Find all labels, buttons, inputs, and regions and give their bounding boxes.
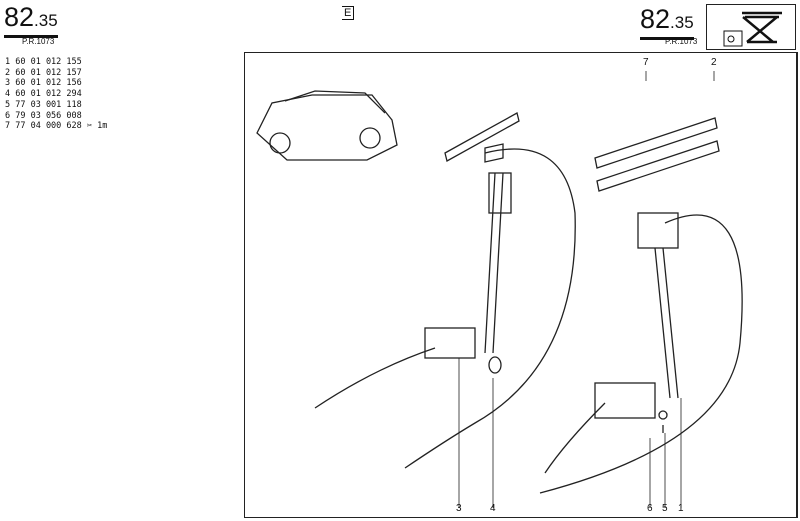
- callout-leaders: [458, 71, 715, 508]
- callout-5: 5: [662, 503, 668, 514]
- callout-4: 4: [490, 503, 496, 514]
- page-number-left: 82.35: [4, 4, 58, 38]
- page-number-right: 82.35: [640, 6, 694, 40]
- part-row: 2 60 01 012 157: [5, 67, 82, 78]
- callout-1: 1: [678, 503, 684, 514]
- left-regulator: [314, 112, 576, 469]
- part-row: 3 60 01 012 156: [5, 78, 82, 89]
- part-row: 4 60 01 012 294: [5, 89, 82, 100]
- part-row: 1 60 01 012 155: [5, 57, 82, 67]
- language-mark: E: [342, 6, 355, 20]
- section-thumbnail-icon: [706, 4, 796, 50]
- callout-2: 2: [711, 57, 717, 68]
- exploded-diagram: 7 2 3 4 6 5 1: [244, 52, 798, 518]
- right-regulator: [539, 117, 743, 494]
- callout-6: 6: [647, 503, 653, 514]
- car-silhouette-icon: [256, 90, 398, 161]
- callout-3: 3: [456, 503, 462, 514]
- part-row: 6 79 03 056 008: [5, 110, 82, 121]
- pr-code-right: P.R.1073: [665, 37, 698, 46]
- part-row: 5 77 03 001 118: [5, 99, 82, 110]
- pr-code-left: P.R.1073: [22, 37, 55, 46]
- window-regulator-drawing: [256, 71, 743, 508]
- callout-7: 7: [643, 57, 649, 68]
- part-row: 7 77 04 000 628 ✂ 1m: [5, 121, 108, 132]
